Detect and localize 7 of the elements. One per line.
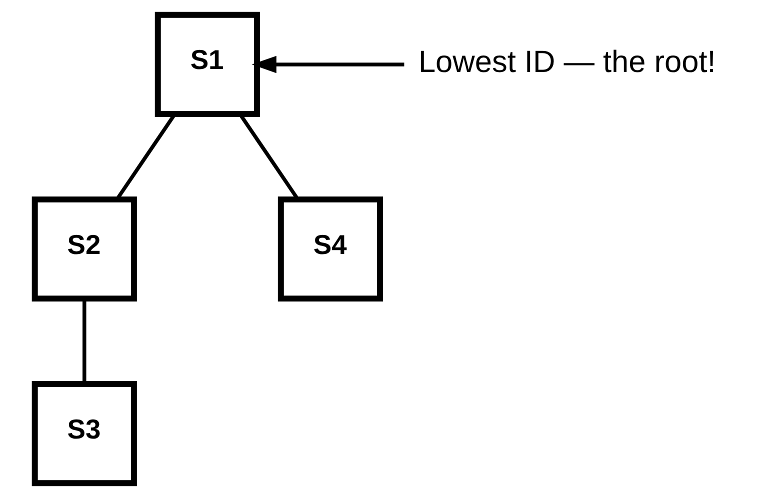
node-box: S3 [32, 381, 137, 486]
node-box: S2 [32, 196, 137, 302]
node-box: S1 [154, 12, 260, 117]
node-box: S4 [278, 196, 383, 302]
node-text: Lowest ID — the root! [418, 44, 716, 79]
arrow [252, 56, 404, 74]
connector [82, 298, 86, 384]
